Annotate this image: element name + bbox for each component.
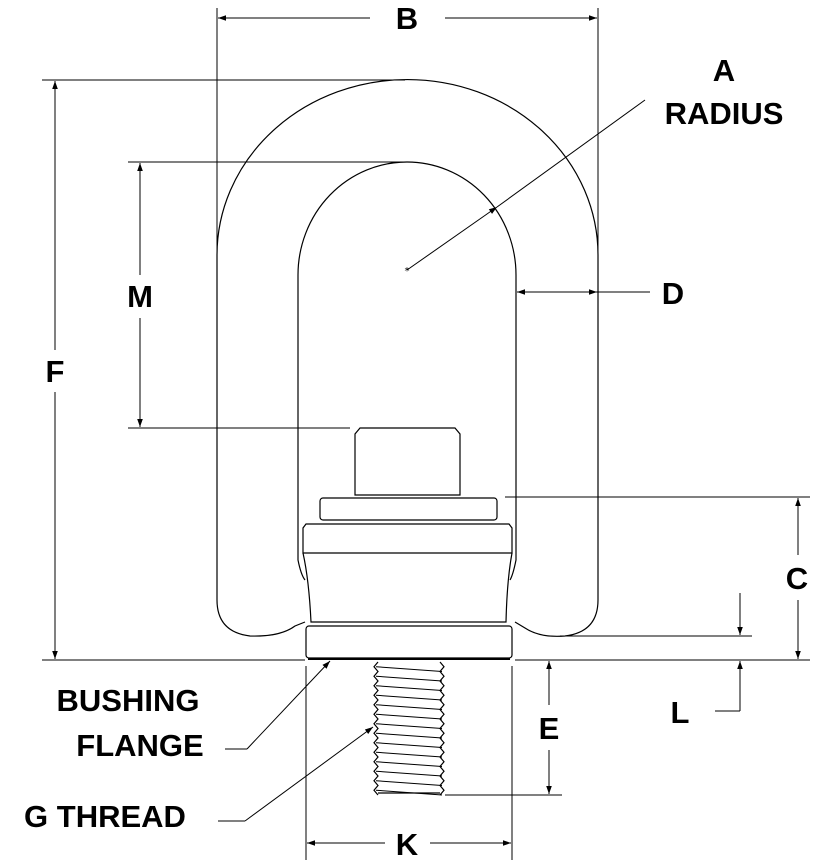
thread	[373, 661, 445, 796]
bail-ring	[216, 79, 599, 637]
label-flange: FLANGE	[76, 728, 203, 763]
thread-crest-line	[375, 694, 443, 701]
dimension-c: C	[505, 496, 810, 661]
thread-crest-line	[375, 675, 443, 682]
washer	[319, 497, 498, 521]
dimension-l: L	[560, 593, 752, 730]
thread-crest-line	[375, 732, 443, 739]
dimension-e: E	[445, 661, 562, 796]
thread-crest-line	[375, 751, 443, 758]
bushing-flange	[305, 625, 513, 659]
dimension-a-radius: * A RADIUS	[405, 53, 784, 277]
thread-crest-line	[375, 723, 443, 729]
label-f: F	[46, 354, 65, 389]
label-g-thread: G THREAD	[24, 799, 186, 834]
thread-crest-line	[375, 666, 443, 672]
dimension-f: F	[42, 79, 405, 661]
thread-crest-line	[375, 713, 443, 720]
swivel-body	[302, 427, 513, 660]
label-a: A	[713, 53, 735, 88]
thread-left-profile	[373, 661, 379, 796]
label-e: E	[539, 711, 560, 746]
center-mark-icon: *	[405, 266, 410, 277]
thread-right-profile	[439, 661, 445, 796]
label-c: C	[786, 561, 808, 596]
bushing-flange-callout: BUSHING FLANGE	[57, 660, 331, 763]
dimension-m: M	[127, 161, 405, 429]
dimension-b: B	[216, 1, 599, 255]
label-d: D	[662, 276, 684, 311]
top-cap	[354, 427, 461, 496]
label-k: K	[396, 827, 419, 860]
label-b: B	[396, 1, 418, 36]
thread-crest-line	[375, 704, 443, 710]
body-taper	[302, 552, 513, 623]
body-upper-band	[302, 523, 513, 554]
thread-crest-line	[375, 780, 443, 786]
g-thread-callout: G THREAD	[24, 726, 374, 834]
dimension-d: D	[517, 276, 684, 311]
thread-crest-line	[375, 685, 443, 691]
label-radius: RADIUS	[665, 96, 784, 131]
thread-crest-line	[375, 770, 443, 777]
label-l: L	[671, 695, 690, 730]
thread-crest-line	[375, 761, 443, 767]
dimension-k: K	[305, 666, 513, 860]
thread-crest-line	[375, 742, 443, 748]
label-bushing: BUSHING	[57, 683, 200, 718]
label-m: M	[127, 279, 153, 314]
